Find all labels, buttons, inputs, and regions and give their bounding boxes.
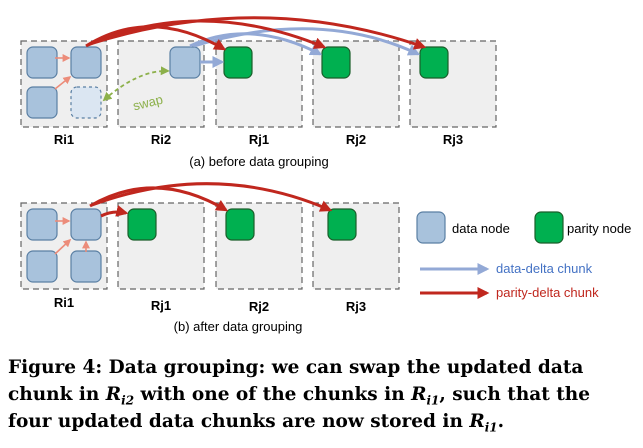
data-node [26, 250, 58, 283]
subcaption-b: (b) after data grouping [174, 319, 303, 334]
diagram-b: Ri1 Rj1 Rj2 Rj3 (b) after data grouping [20, 182, 400, 334]
parity-node [321, 46, 351, 79]
math-subscript: i2 [121, 393, 135, 408]
parity-node [223, 46, 253, 79]
math-symbol: R [411, 384, 427, 405]
intra-arrow [54, 76, 72, 90]
legend-parity-delta-label: parity-delta chunk [496, 285, 599, 300]
data-node [70, 46, 102, 79]
swap-arrow [102, 66, 170, 102]
caption-text: , such that the [439, 384, 591, 405]
data-node [169, 46, 201, 79]
region-label: Rj3 [443, 132, 463, 147]
region-label: Rj2 [249, 299, 269, 314]
parity-delta-arrow [89, 16, 427, 50]
region-label: Rj1 [249, 132, 269, 147]
legend-parity-node-icon [534, 211, 564, 244]
legend-data-delta-label: data-delta chunk [496, 261, 593, 276]
region-rj1 [215, 40, 303, 128]
math-subscript: i1 [484, 420, 498, 435]
data-grouping-diagram: swap Ri1 Ri2 Rj1 Rj2 Rj3 (a) before data… [20, 16, 631, 334]
caption-text: Figure 4: Data grouping: we can swap the… [8, 357, 584, 378]
region-label: Rj2 [346, 132, 366, 147]
parity-delta-arrow [91, 182, 333, 212]
empty-data-node [70, 86, 102, 119]
data-node [26, 46, 58, 79]
math-subscript: i1 [426, 393, 440, 408]
math-r: Ri1 [411, 384, 440, 408]
region-label: Rj1 [151, 298, 171, 313]
region-label: Rj3 [346, 299, 366, 314]
caption-text: four updated data chunks are now stored … [8, 411, 470, 432]
subcaption-a: (a) before data grouping [189, 154, 328, 169]
parity-node [327, 208, 357, 241]
legend-data-node-label: data node [452, 221, 510, 236]
data-node [26, 208, 58, 241]
math-symbol: R [105, 384, 122, 405]
region-label: Ri1 [54, 132, 74, 147]
math-symbol: R [469, 411, 485, 432]
data-delta-arrow [193, 27, 421, 56]
math-r: Ri1 [469, 411, 498, 435]
swap-label: swap [131, 92, 164, 114]
legend: data node parity node data-delta chunk p… [416, 211, 631, 300]
caption-line-2: chunk in Ri2 with one of the chunks in R… [8, 381, 635, 408]
caption-text: chunk in [8, 384, 106, 405]
parity-node [225, 208, 255, 241]
caption-line-1: Figure 4: Data grouping: we can swap the… [8, 354, 635, 381]
region-label: Ri1 [54, 295, 74, 310]
legend-parity-node-label: parity node [567, 221, 631, 236]
region-label: Ri2 [151, 132, 171, 147]
caption-text: with one of the chunks in [134, 384, 412, 405]
caption-line-3: four updated data chunks are now stored … [8, 408, 635, 435]
figure-caption: Figure 4: Data grouping: we can swap the… [8, 354, 635, 435]
parity-node [127, 208, 157, 241]
legend-data-node-icon [416, 211, 446, 244]
data-node [70, 250, 102, 283]
parity-node [419, 46, 449, 79]
data-node [26, 86, 58, 119]
diagram-a: swap Ri1 Ri2 Rj1 Rj2 Rj3 (a) before data… [20, 16, 497, 169]
parity-delta-arrow [100, 204, 129, 218]
math-r: Ri2 [105, 384, 135, 408]
data-node [70, 208, 102, 241]
intra-arrow [54, 238, 72, 255]
caption-text: . [497, 411, 505, 432]
